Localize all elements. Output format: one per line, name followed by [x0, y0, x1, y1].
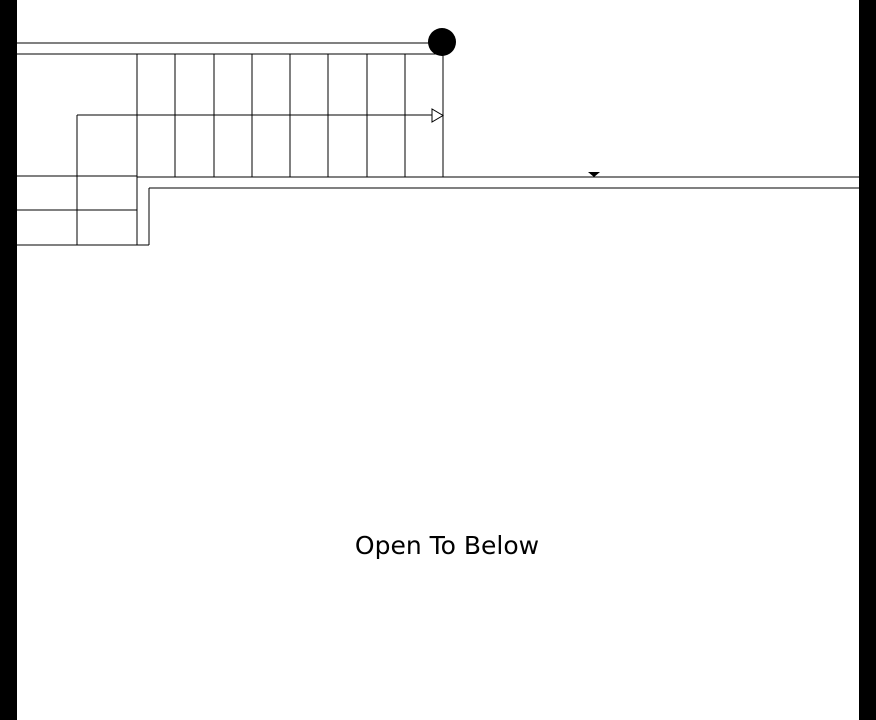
open-edge-railing [137, 176, 859, 245]
stair-landing-grid [17, 175, 149, 246]
newel-post-icon [428, 28, 456, 56]
drawing-sheet [17, 0, 859, 720]
stair-treads [174, 54, 406, 177]
open-to-below-label: Open To Below [355, 531, 539, 560]
top-handrail [17, 42, 442, 55]
level-marker-icon [588, 172, 600, 177]
stair-direction-arrow-icon [431, 108, 444, 123]
